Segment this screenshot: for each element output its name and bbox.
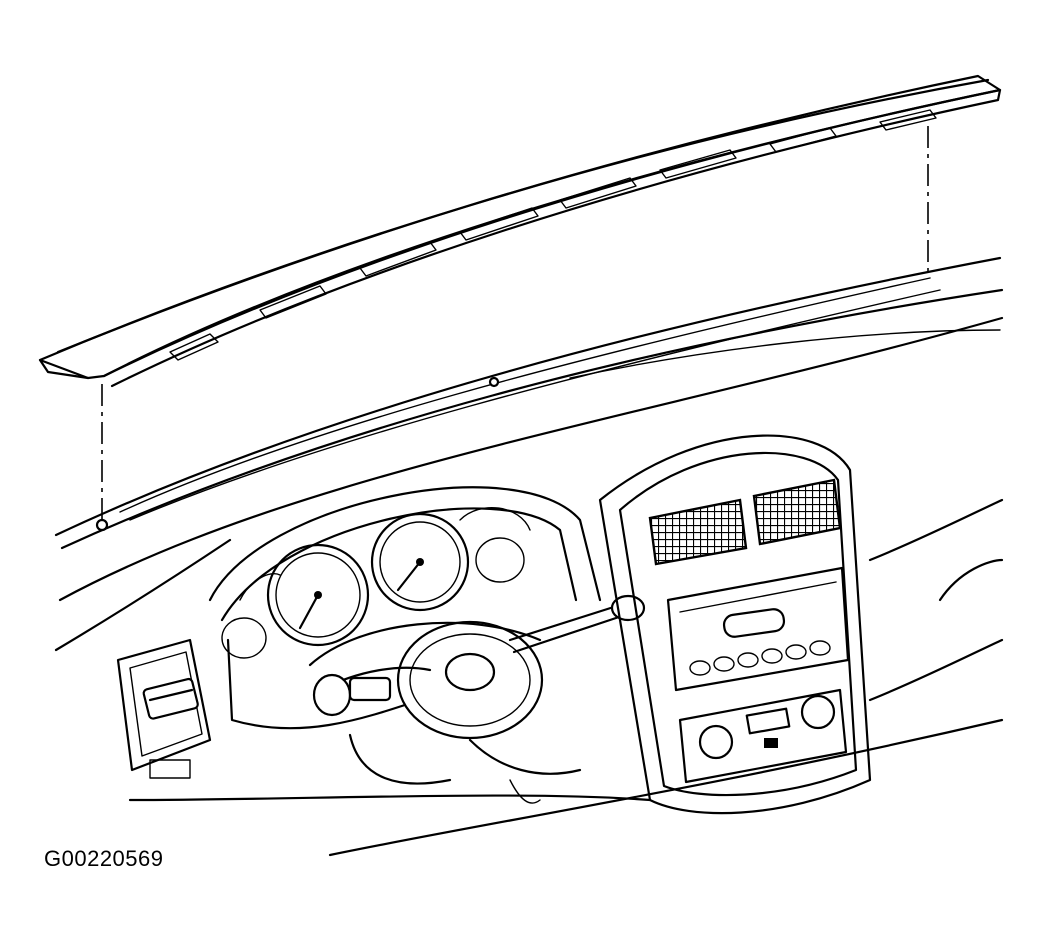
lower-dashboard (128, 718, 1004, 857)
center-vent-right (752, 478, 842, 546)
left-air-vent (116, 638, 212, 779)
upper-trim-panel (38, 74, 1002, 388)
figure-id-label: G00220569 (44, 846, 164, 871)
steering-column (308, 594, 646, 785)
dashboard-top (54, 256, 1004, 652)
alignment-guides (101, 126, 929, 520)
center-stack (598, 434, 872, 815)
right-dashboard (868, 498, 1004, 702)
instrument-cluster (208, 486, 602, 730)
center-vent-left (648, 498, 748, 566)
